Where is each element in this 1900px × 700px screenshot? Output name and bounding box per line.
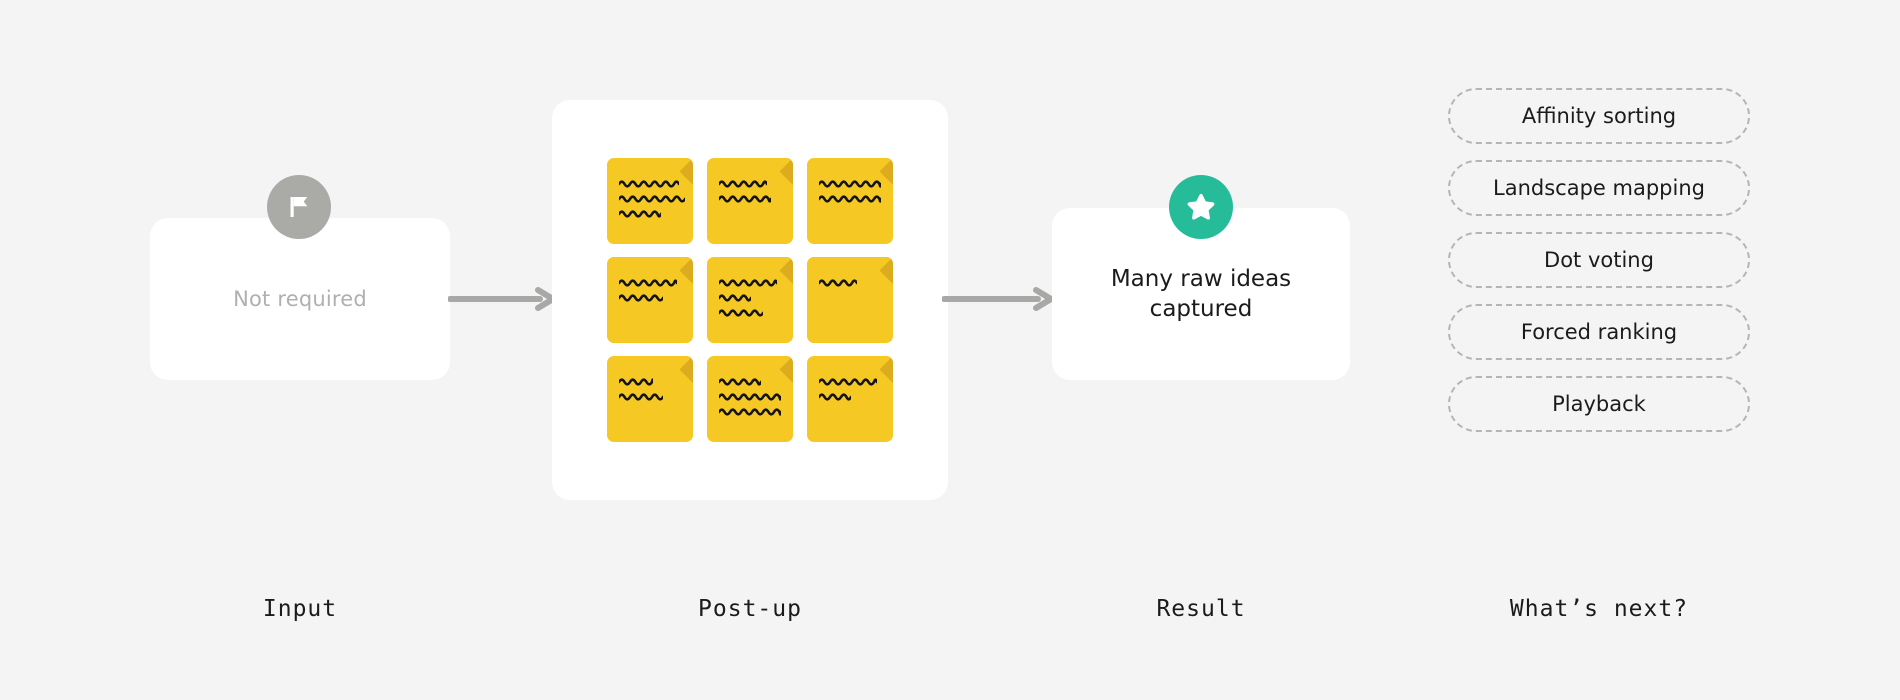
scribble-line <box>819 393 893 401</box>
sticky-note[interactable] <box>707 356 793 442</box>
scribble-line <box>819 279 893 287</box>
caption-result: Result <box>1156 596 1246 622</box>
sticky-note[interactable] <box>607 158 693 244</box>
sticky-note[interactable] <box>707 257 793 343</box>
result-card-text: Many raw ideas captured <box>1110 265 1292 322</box>
scribble-line <box>719 195 793 203</box>
scribble-line <box>619 294 693 302</box>
caption-postup: Post-up <box>698 596 802 622</box>
next-step-label: Playback <box>1552 392 1646 416</box>
scribble-line <box>619 210 693 218</box>
next-step-label: Landscape mapping <box>1493 176 1705 200</box>
folded-corner-icon <box>766 356 793 383</box>
next-step-pill-1[interactable]: Affinity sorting <box>1448 88 1750 144</box>
flag-icon <box>267 175 331 239</box>
scribble-line <box>619 279 693 287</box>
scribble-line <box>619 180 693 188</box>
sticky-note-scribble <box>619 378 693 401</box>
next-step-label: Dot voting <box>1544 248 1654 272</box>
scribble-line <box>619 378 693 386</box>
next-step-pill-4[interactable]: Forced ranking <box>1448 304 1750 360</box>
star-icon <box>1169 175 1233 239</box>
next-step-pill-2[interactable]: Landscape mapping <box>1448 160 1750 216</box>
arrow-right-icon <box>941 287 1056 311</box>
input-card[interactable]: Not required <box>150 218 450 380</box>
sticky-note-scribble <box>719 180 793 203</box>
scribble-line <box>819 180 893 188</box>
scribble-line <box>619 195 693 203</box>
caption-input: Input <box>262 596 338 622</box>
folded-corner-icon <box>666 158 693 185</box>
next-step-label: Affinity sorting <box>1521 104 1677 128</box>
sticky-note-scribble <box>719 378 793 416</box>
sticky-note-grid <box>552 100 948 500</box>
postup-panel[interactable] <box>552 100 948 500</box>
scribble-line <box>719 180 793 188</box>
sticky-note-scribble <box>619 180 693 218</box>
folded-corner-icon <box>766 257 793 284</box>
sticky-note[interactable] <box>607 356 693 442</box>
folded-corner-icon <box>866 257 893 284</box>
scribble-line <box>719 279 793 287</box>
sticky-note-scribble <box>719 279 793 317</box>
folded-corner-icon <box>666 356 693 383</box>
scribble-line <box>719 393 793 401</box>
sticky-note[interactable] <box>807 257 893 343</box>
next-step-pill-3[interactable]: Dot voting <box>1448 232 1750 288</box>
next-step-pill-5[interactable]: Playback <box>1448 376 1750 432</box>
folded-corner-icon <box>766 158 793 185</box>
input-card-text: Not required <box>233 287 367 311</box>
folded-corner-icon <box>666 257 693 284</box>
scribble-line <box>719 309 793 317</box>
scribble-line <box>619 393 693 401</box>
caption-next: What’s next? <box>1509 596 1689 622</box>
scribble-line <box>819 378 893 386</box>
folded-corner-icon <box>866 158 893 185</box>
sticky-note[interactable] <box>607 257 693 343</box>
sticky-note[interactable] <box>807 356 893 442</box>
sticky-note-scribble <box>819 180 893 203</box>
scribble-line <box>719 294 793 302</box>
sticky-note-scribble <box>619 279 693 302</box>
folded-corner-icon <box>866 356 893 383</box>
arrow-right-icon <box>447 287 558 311</box>
scribble-line <box>819 195 893 203</box>
scribble-line <box>719 378 793 386</box>
next-step-label: Forced ranking <box>1520 320 1678 344</box>
sticky-note[interactable] <box>707 158 793 244</box>
scribble-line <box>719 408 793 416</box>
sticky-note-scribble <box>819 378 893 401</box>
sticky-note-scribble <box>819 279 893 287</box>
sticky-note[interactable] <box>807 158 893 244</box>
